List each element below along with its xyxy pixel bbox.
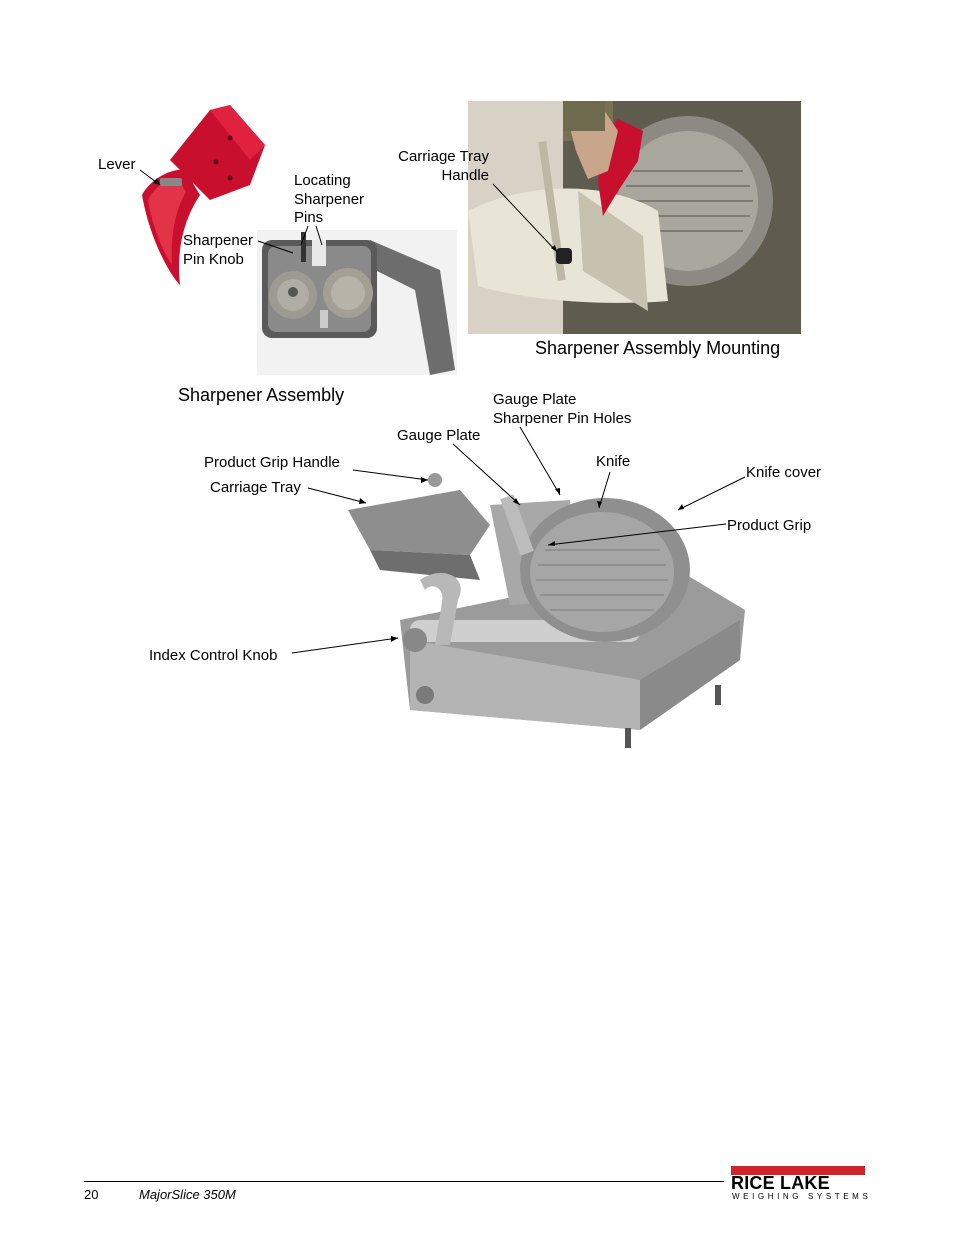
label-pin-knob: Sharpener Pin Knob [183, 232, 253, 269]
slicer-photo [348, 473, 745, 748]
label-knife-cover: Knife cover [746, 464, 822, 481]
caption-sharpener-assembly: Sharpener Assembly [178, 385, 345, 405]
label-gauge-plate-pin-holes-line: Gauge Plate [493, 391, 577, 408]
label-carriage-tray: Carriage Tray [210, 479, 301, 496]
logo-red-bar [731, 1166, 865, 1175]
label-carriage-tray-handle-line: Handle [441, 166, 489, 184]
label-locating-pins: Locating Sharpener Pins [294, 172, 364, 228]
sharpener-assembly-photo [142, 105, 457, 375]
label-locating-pins-line: Sharpener [294, 190, 365, 208]
label-product-grip-handle: Product Grip Handle [204, 454, 340, 471]
label-index-control-knob: Index Control Knob [149, 647, 278, 664]
label-locating-pins-line: Locating [294, 172, 351, 189]
label-gauge-plate-pin-holes-line: Sharpener Pin Holes [493, 409, 632, 427]
label-gauge-plate: Gauge Plate [397, 427, 481, 444]
footer-rule [84, 1181, 724, 1182]
page-number: 20 [84, 1187, 99, 1202]
label-product-grip: Product Grip [727, 517, 812, 534]
label-carriage-tray-handle-line: Carriage Tray [398, 148, 489, 165]
label-pin-knob-line: Sharpener [183, 232, 254, 249]
label-pin-knob-line: Pin Knob [183, 250, 244, 268]
sharpener-mounting-photo [468, 101, 801, 334]
label-carriage-tray-handle: Carriage Tray Handle [378, 148, 489, 185]
label-lever: Lever [98, 156, 136, 173]
caption-sharpener-mounting: Sharpener Assembly Mounting [535, 338, 781, 358]
label-knife: Knife [596, 453, 631, 470]
label-locating-pins-line: Pins [294, 209, 324, 226]
logo-sub-text: WEIGHING SYSTEMS [732, 1192, 872, 1201]
label-gauge-plate-pin-holes: Gauge Plate Sharpener Pin Holes [493, 391, 631, 428]
logo-main-text: RICE LAKE [731, 1173, 830, 1193]
document-title: MajorSlice 350M [139, 1187, 236, 1202]
